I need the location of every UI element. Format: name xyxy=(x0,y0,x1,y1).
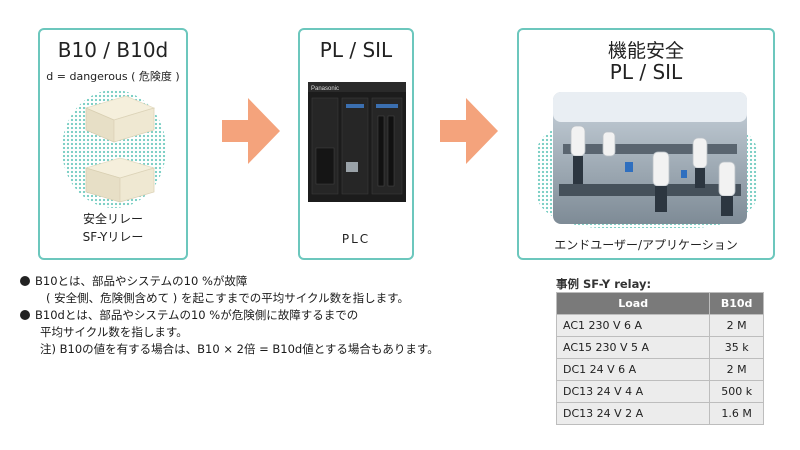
table-row: DC13 24 V 2 A 1.6 M xyxy=(555,402,764,425)
b10-subtitle: d = dangerous ( 危険度 ) xyxy=(46,70,180,83)
robot-factory-image xyxy=(553,92,747,224)
table-header-row: Load B10d xyxy=(555,292,764,315)
b10-title: B10 / B10d xyxy=(57,38,169,62)
relay-table: Load B10d AC1 230 V 6 A 2 M AC15 230 V 5… xyxy=(555,292,764,425)
plc-panel: PL / SIL Panasonic PLC xyxy=(298,28,414,260)
table-cell: 2 M xyxy=(709,314,764,337)
plc-label: PLC xyxy=(341,232,371,246)
table-cell: 500 k xyxy=(709,380,764,403)
note-line: 注) B10の値を有する場合は、B10 × 2倍 = B10d値とする場合もあり… xyxy=(40,342,439,356)
table-row: AC1 230 V 6 A 2 M xyxy=(555,314,764,337)
table-cell: AC15 230 V 5 A xyxy=(555,336,711,359)
column-header: B10d xyxy=(709,292,764,315)
note-line: B10dとは、部品やシステムの10 %が危険側に故障するまでの xyxy=(20,307,540,324)
table-cell: DC13 24 V 2 A xyxy=(555,402,711,425)
table-row: DC13 24 V 4 A 500 k xyxy=(555,380,764,403)
column-header: Load xyxy=(555,292,711,315)
table-cell: AC1 230 V 6 A xyxy=(555,314,711,337)
fs-title-line1: 機能安全 xyxy=(607,40,684,62)
table-cell: 1.6 M xyxy=(709,402,764,425)
relay-block-icon xyxy=(84,157,156,203)
notes-block: B10とは、部品やシステムの10 %が故障 ( 安全側、危険側含めて ) を起こ… xyxy=(20,273,540,358)
fs-title-line2: PL / SIL xyxy=(609,60,683,84)
b10-panel: B10 / B10d d = dangerous ( 危険度 ) 安全リレー S… xyxy=(38,28,188,260)
table-cell: 2 M xyxy=(709,358,764,381)
bullet-icon xyxy=(20,276,30,286)
b10-label-line1: 安全リレー xyxy=(82,212,143,226)
plc-brand-text: Panasonic xyxy=(311,86,339,92)
plc-module-icon: Panasonic xyxy=(308,82,406,202)
arrow-right-icon xyxy=(222,98,280,164)
note-line: B10とは、部品やシステムの10 %が故障 xyxy=(20,273,540,290)
plc-title: PL / SIL xyxy=(319,38,393,62)
b10-label-line2: SF-Yリレー xyxy=(82,230,144,244)
table-row: AC15 230 V 5 A 35 k xyxy=(555,336,764,359)
table-cell: DC1 24 V 6 A xyxy=(555,358,711,381)
arrow-right-icon xyxy=(440,98,498,164)
bullet-icon xyxy=(20,310,30,320)
table-cell: DC13 24 V 4 A xyxy=(555,380,711,403)
table-row: DC1 24 V 6 A 2 M xyxy=(555,358,764,381)
note-line: ( 安全側、危険側含めて ) を起こすまでの平均サイクル数を指します。 xyxy=(46,291,409,305)
functional-safety-panel: 機能安全 PL / SIL エンドユーザー/アプリケーション xyxy=(517,28,775,260)
fs-label: エンドユーザー/アプリケーション xyxy=(554,238,738,252)
table-title: 事例 SF-Y relay: xyxy=(556,277,652,291)
note-line: 平均サイクル数を指します。 xyxy=(40,325,188,339)
relay-block-icon xyxy=(84,95,156,143)
table-cell: 35 k xyxy=(709,336,764,359)
